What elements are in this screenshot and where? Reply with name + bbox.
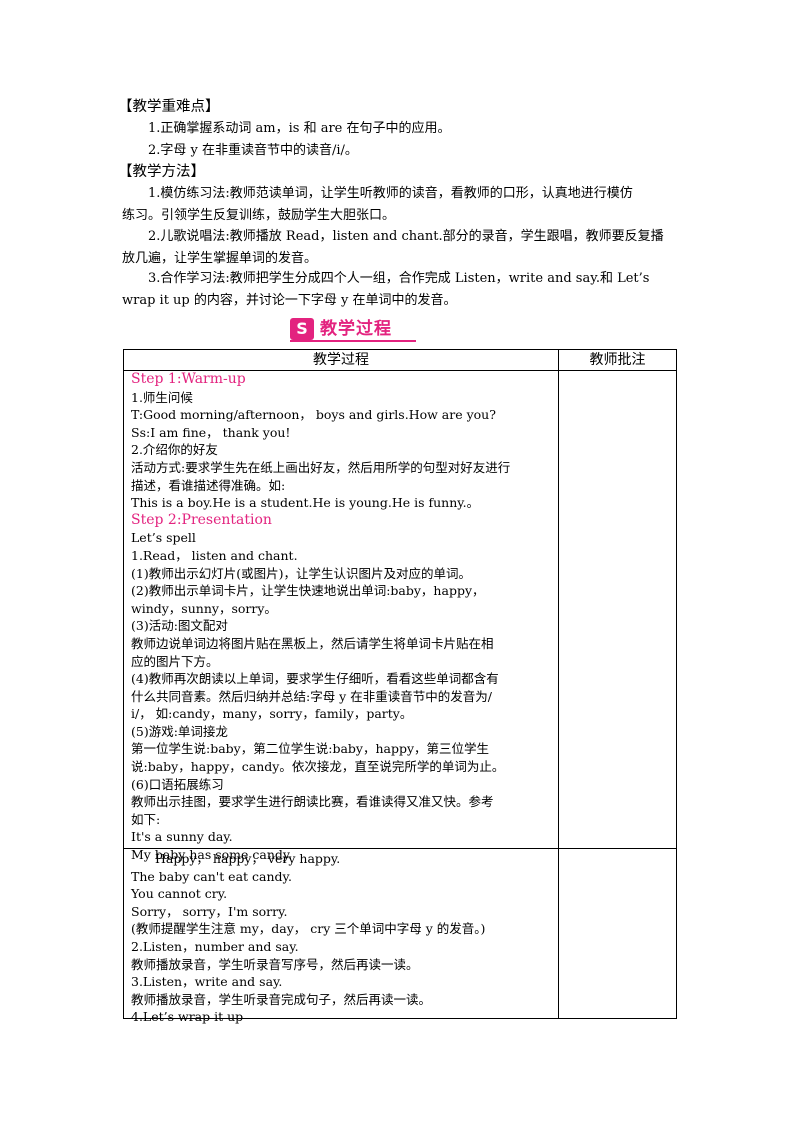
text-line: (3)活动:图文配对	[131, 618, 228, 634]
method-paragraph-3: 3.合作学习法:教师把学生分成四个人一组，合作完成 Listen，write a…	[122, 271, 650, 308]
text-line: 4.Let’s wrap it up	[131, 1009, 244, 1025]
method-paragraph-2: 2.儿歌说唱法:教师播放 Read，listen and chant.部分的录音…	[122, 229, 664, 266]
s-logo-icon: S	[290, 318, 314, 340]
step-1-title: Step 1:Warm-up	[131, 371, 246, 387]
banner-underline	[290, 340, 416, 342]
text-line: 教师播放录音，学生听录音写序号，然后再读一读。	[131, 956, 419, 972]
header-divider	[124, 370, 676, 371]
text-line: (4)教师再次朗读以上单词，要求学生仔细听，看看这些单词都含有	[131, 671, 499, 687]
text-line: Let’s spell	[131, 530, 196, 546]
row-divider	[124, 848, 676, 849]
process-table: 教学过程 教师批注 Step 1:Warm-up 1.师生问候 T:Good m…	[123, 349, 677, 1024]
text-line: 活动方式:要求学生先在纸上画出好友，然后用所学的句型对好友进行	[131, 459, 511, 475]
text-line: Happy， happy， very happy.	[155, 851, 341, 866]
text-line: 什么共同音素。然后归纳并总结:字母 y 在非重读音节中的发音为/	[131, 688, 492, 704]
text-line: 1.Read， listen and chant.	[131, 547, 298, 563]
text-line: My baby has some candy.	[131, 847, 293, 863]
text-line: You cannot cry.	[131, 886, 228, 902]
text-line: (1)教师出示幻灯片(或图片)，让学生认识图片及对应的单词。	[131, 565, 471, 581]
banner-title: 教学过程	[320, 319, 392, 339]
text-line: (教师提醒学生注意 my，day， cry 三个单词中字母 y 的发音。)	[131, 921, 486, 937]
process-cell-2: Happy， happy， very happy. The baby can't…	[131, 850, 555, 1026]
column-header-notes: 教师批注	[589, 352, 646, 368]
text-line: It's a sunny day.	[131, 829, 233, 845]
difficulty-heading: 【教学重难点】	[118, 99, 220, 115]
text-line: windy，sunny，sorry。	[131, 600, 277, 616]
text-line: 1.师生问候	[131, 389, 193, 405]
text-line: (6)口语拓展练习	[131, 776, 224, 792]
text-line: i/， 如:candy，many，sorry，family，party。	[131, 706, 413, 722]
method-paragraph-1: 1.模仿练习法:教师范读单词，让学生听教师的读音，看教师的口形，认真地进行模仿 …	[122, 186, 633, 223]
text-line: Ss:I am fine， thank you!	[131, 424, 291, 440]
step-2-title: Step 2:Presentation	[131, 511, 272, 528]
difficulty-item-2: 2.字母 y 在非重读音节中的读音/i/。	[148, 143, 358, 158]
text-line: 3.Listen，write and say.	[131, 974, 283, 990]
difficulty-item-1: 1.正确掌握系动词 am，is 和 are 在句子中的应用。	[148, 121, 451, 136]
text-line: 2.介绍你的好友	[131, 442, 218, 458]
column-divider	[558, 350, 559, 1018]
section-banner: S 教学过程	[290, 316, 416, 342]
methods-heading: 【教学方法】	[118, 164, 205, 180]
text-line: This is a boy.He is a student.He is youn…	[131, 495, 480, 511]
process-cell-1: Step 1:Warm-up 1.师生问候 T:Good morning/aft…	[131, 371, 555, 864]
column-header-process: 教学过程	[313, 352, 369, 368]
text-line: T:Good morning/afternoon， boys and girls…	[131, 407, 496, 423]
text-line: 描述，看谁描述得准确。如:	[131, 477, 286, 493]
text-line: (5)游戏:单词接龙	[131, 723, 228, 739]
text-line: 说:baby，happy，candy。依次接龙，直至说完所学的单词为止。	[131, 759, 505, 775]
text-line: Sorry， sorry，I'm sorry.	[131, 903, 288, 919]
text-line: 应的图片下方。	[131, 653, 219, 669]
text-line: 第一位学生说:baby，第二位学生说:baby，happy，第三位学生	[131, 741, 490, 757]
text-line: 2.Listen，number and say.	[131, 938, 299, 954]
text-line: (2)教师出示单词卡片，让学生快速地说出单词:baby，happy，	[131, 583, 485, 599]
text-line: 教师播放录音，学生听录音完成句子，然后再读一读。	[131, 991, 432, 1007]
text-line: 教师出示挂图，要求学生进行朗读比赛，看谁读得又准又快。参考	[131, 794, 494, 810]
text-line: 如下:	[131, 811, 161, 827]
text-line: The baby can't eat candy.	[131, 868, 292, 884]
text-line: 教师边说单词边将图片贴在黑板上，然后请学生将单词卡片贴在相	[131, 635, 494, 651]
